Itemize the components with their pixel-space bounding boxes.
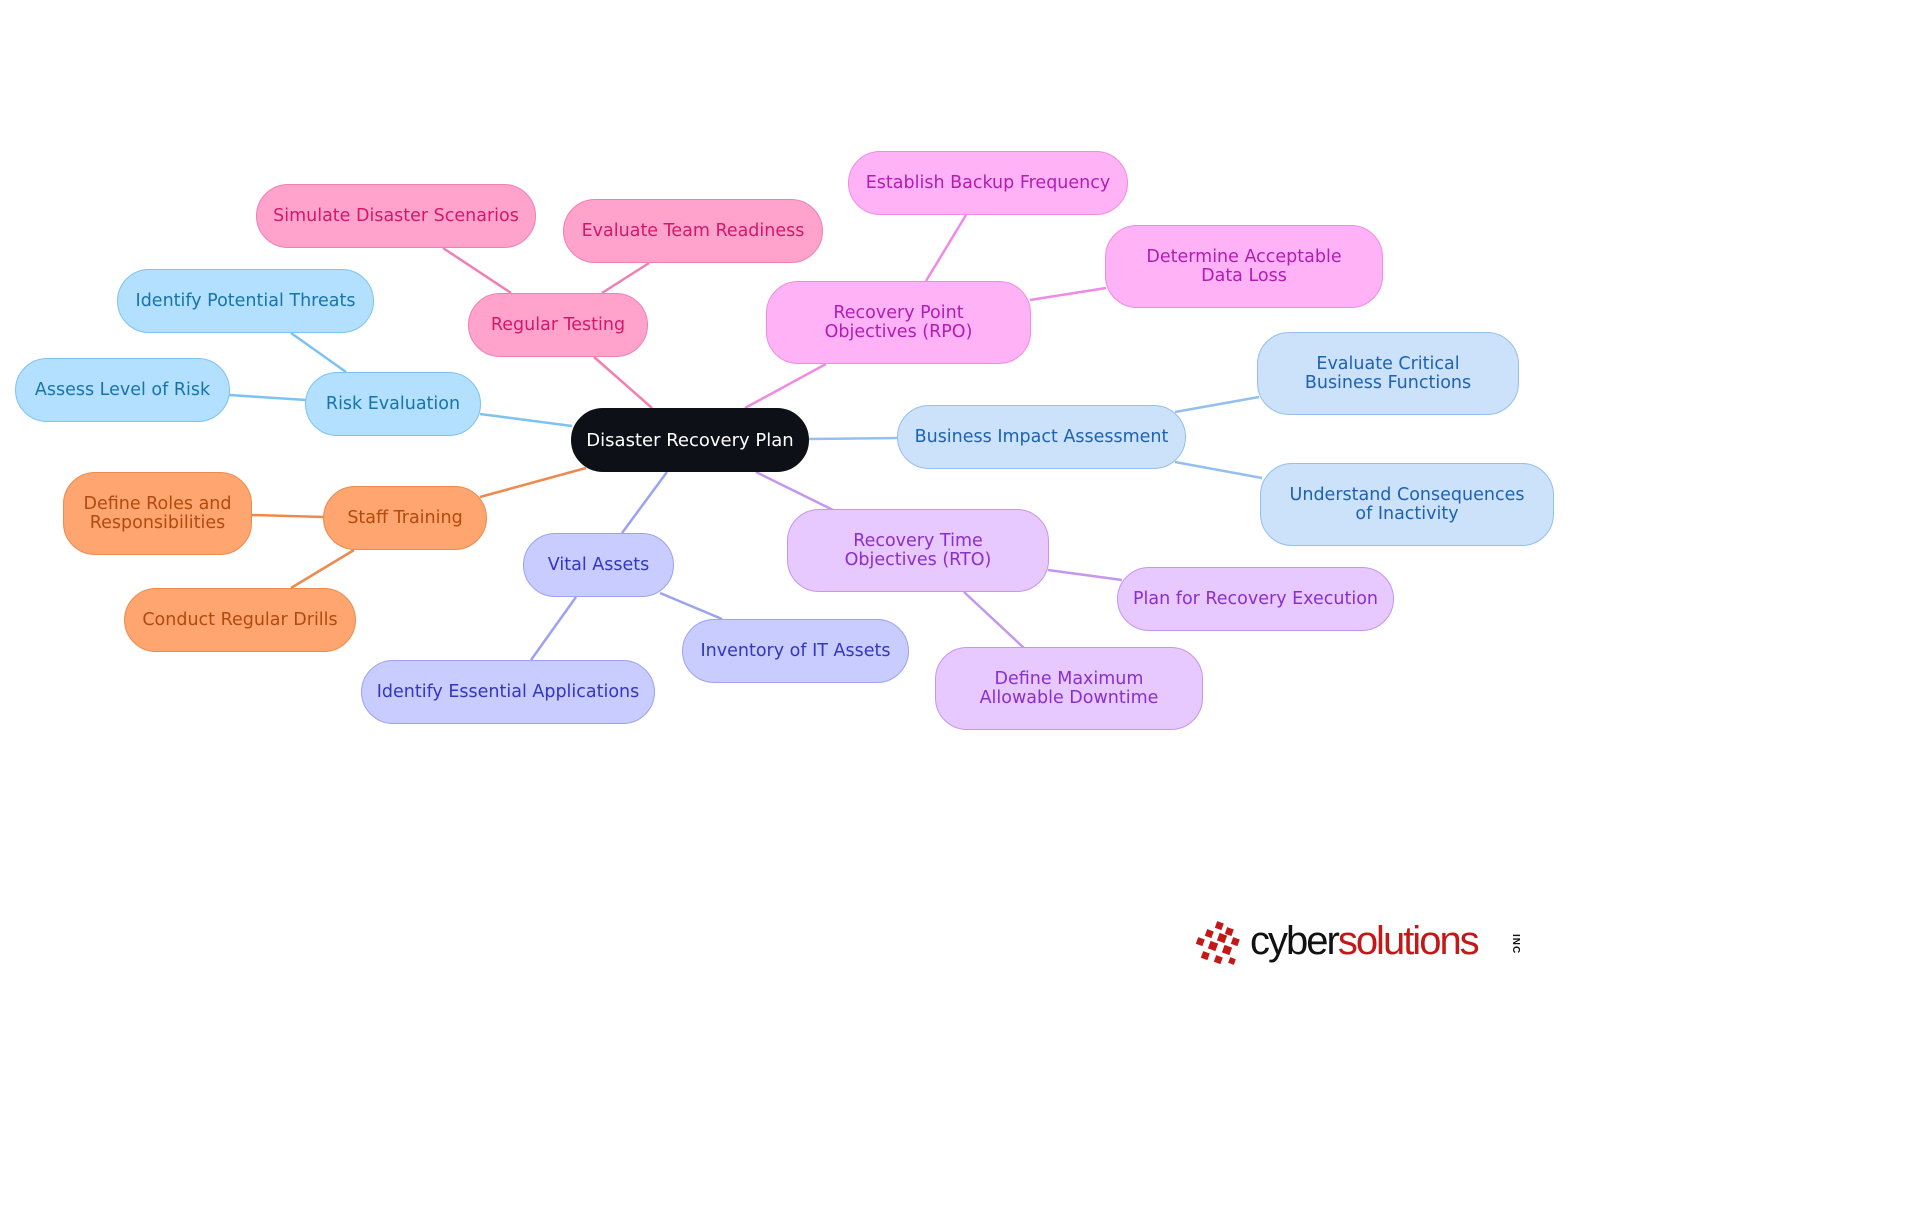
branch-vital-assets-label: Vital Assets bbox=[547, 554, 650, 575]
branch-bia-label: Business Impact Assessment bbox=[914, 426, 1169, 447]
leaf-label: Plan for Recovery Execution bbox=[1133, 588, 1378, 609]
leaf-label: Establish Backup Frequency bbox=[865, 172, 1111, 193]
edge-testing-evaluate bbox=[601, 261, 650, 295]
branch-staff-training[interactable]: Staff Training bbox=[323, 486, 487, 550]
logo-wordmark: cybersolutions bbox=[1250, 917, 1480, 965]
branch-rpo-label: Recovery Point Objectives (RPO) bbox=[824, 302, 973, 342]
leaf-identify-potential-threats[interactable]: Identify Potential Threats bbox=[117, 269, 374, 333]
edge-staff-roles bbox=[251, 513, 325, 519]
leaf-label: Evaluate Critical Business Functions bbox=[1304, 353, 1472, 393]
branch-risk-evaluation[interactable]: Risk Evaluation bbox=[305, 372, 481, 436]
branch-rto-label: Recovery Time Objectives (RTO) bbox=[844, 530, 992, 570]
edge-rto-execution bbox=[1047, 568, 1123, 582]
leaf-establish-backup-frequency[interactable]: Establish Backup Frequency bbox=[848, 151, 1128, 215]
edge-root-rto bbox=[755, 470, 834, 512]
leaf-label: Define Roles and Responsibilities bbox=[83, 493, 232, 533]
leaf-define-roles-and-responsibilities[interactable]: Define Roles and Responsibilities bbox=[63, 472, 252, 555]
edge-vital-applications bbox=[529, 596, 578, 661]
logo-mark-icon bbox=[1195, 921, 1240, 965]
edge-rpo-dataloss bbox=[1029, 286, 1107, 302]
leaf-evaluate-critical-business-functions[interactable]: Evaluate Critical Business Functions bbox=[1257, 332, 1519, 415]
leaf-label: Define Maximum Allowable Downtime bbox=[979, 668, 1159, 708]
edge-bia-critical bbox=[1174, 395, 1260, 414]
edge-rpo-backup bbox=[924, 214, 968, 282]
leaf-label: Evaluate Team Readiness bbox=[581, 220, 805, 241]
edge-risk-assess bbox=[228, 393, 307, 402]
leaf-determine-acceptable-data-loss[interactable]: Determine Acceptable Data Loss bbox=[1105, 225, 1383, 308]
branch-regular-testing[interactable]: Regular Testing bbox=[468, 293, 648, 357]
leaf-identify-essential-applications[interactable]: Identify Essential Applications bbox=[361, 660, 655, 724]
branch-staff-training-label: Staff Training bbox=[347, 507, 463, 528]
branch-vital-assets[interactable]: Vital Assets bbox=[523, 533, 674, 597]
leaf-label: Identify Potential Threats bbox=[135, 290, 356, 311]
edge-root-regular-testing bbox=[593, 356, 653, 409]
logo-inc-text: INC bbox=[1510, 934, 1521, 955]
branch-rto[interactable]: Recovery Time Objectives (RTO) bbox=[787, 509, 1049, 592]
edge-rto-downtime bbox=[963, 591, 1025, 649]
leaf-label: Assess Level of Risk bbox=[34, 379, 211, 400]
mind-map-connectors bbox=[228, 214, 1263, 661]
branch-business-impact-assessment[interactable]: Business Impact Assessment bbox=[897, 405, 1186, 469]
logo-text-cyber: cyber bbox=[1250, 919, 1340, 963]
leaf-label: Understand Consequences of Inactivity bbox=[1289, 484, 1525, 524]
leaf-conduct-regular-drills[interactable]: Conduct Regular Drills bbox=[124, 588, 356, 652]
mind-map: Disaster Recovery Plan Regular Testing S… bbox=[15, 151, 1554, 972]
leaf-label: Conduct Regular Drills bbox=[142, 609, 338, 630]
leaf-label: Determine Acceptable Data Loss bbox=[1146, 246, 1342, 286]
leaf-define-maximum-allowable-downtime[interactable]: Define Maximum Allowable Downtime bbox=[935, 647, 1203, 730]
logo-text-solutions: solutions bbox=[1337, 919, 1480, 963]
edge-testing-simulate bbox=[442, 246, 512, 295]
leaf-label: Identify Essential Applications bbox=[376, 681, 640, 702]
leaf-evaluate-team-readiness[interactable]: Evaluate Team Readiness bbox=[563, 199, 823, 263]
leaf-inventory-of-it-assets[interactable]: Inventory of IT Assets bbox=[682, 619, 909, 683]
root-node[interactable]: Disaster Recovery Plan bbox=[571, 408, 809, 472]
edge-root-risk bbox=[479, 412, 573, 428]
edge-root-bia bbox=[807, 436, 899, 441]
leaf-label: Simulate Disaster Scenarios bbox=[273, 205, 519, 226]
edge-root-vital bbox=[620, 471, 669, 534]
leaf-label: Inventory of IT Assets bbox=[700, 640, 891, 661]
edge-root-staff bbox=[479, 466, 587, 499]
edge-staff-drills bbox=[290, 548, 355, 590]
leaf-understand-consequences-of-inactivity[interactable]: Understand Consequences of Inactivity bbox=[1260, 463, 1554, 546]
edge-risk-threats bbox=[290, 331, 347, 374]
edge-vital-inventory bbox=[659, 591, 723, 621]
leaf-simulate-disaster-scenarios[interactable]: Simulate Disaster Scenarios bbox=[256, 184, 536, 248]
company-logo: cybersolutions INC bbox=[1194, 916, 1524, 972]
edge-root-rpo bbox=[744, 362, 827, 410]
branch-risk-evaluation-label: Risk Evaluation bbox=[325, 393, 461, 414]
leaf-plan-for-recovery-execution[interactable]: Plan for Recovery Execution bbox=[1117, 567, 1394, 631]
branch-regular-testing-label: Regular Testing bbox=[490, 314, 626, 335]
edge-bia-consequences bbox=[1174, 460, 1263, 480]
branch-rpo[interactable]: Recovery Point Objectives (RPO) bbox=[766, 281, 1031, 364]
leaf-assess-level-of-risk[interactable]: Assess Level of Risk bbox=[15, 358, 230, 422]
root-label: Disaster Recovery Plan bbox=[586, 429, 794, 451]
